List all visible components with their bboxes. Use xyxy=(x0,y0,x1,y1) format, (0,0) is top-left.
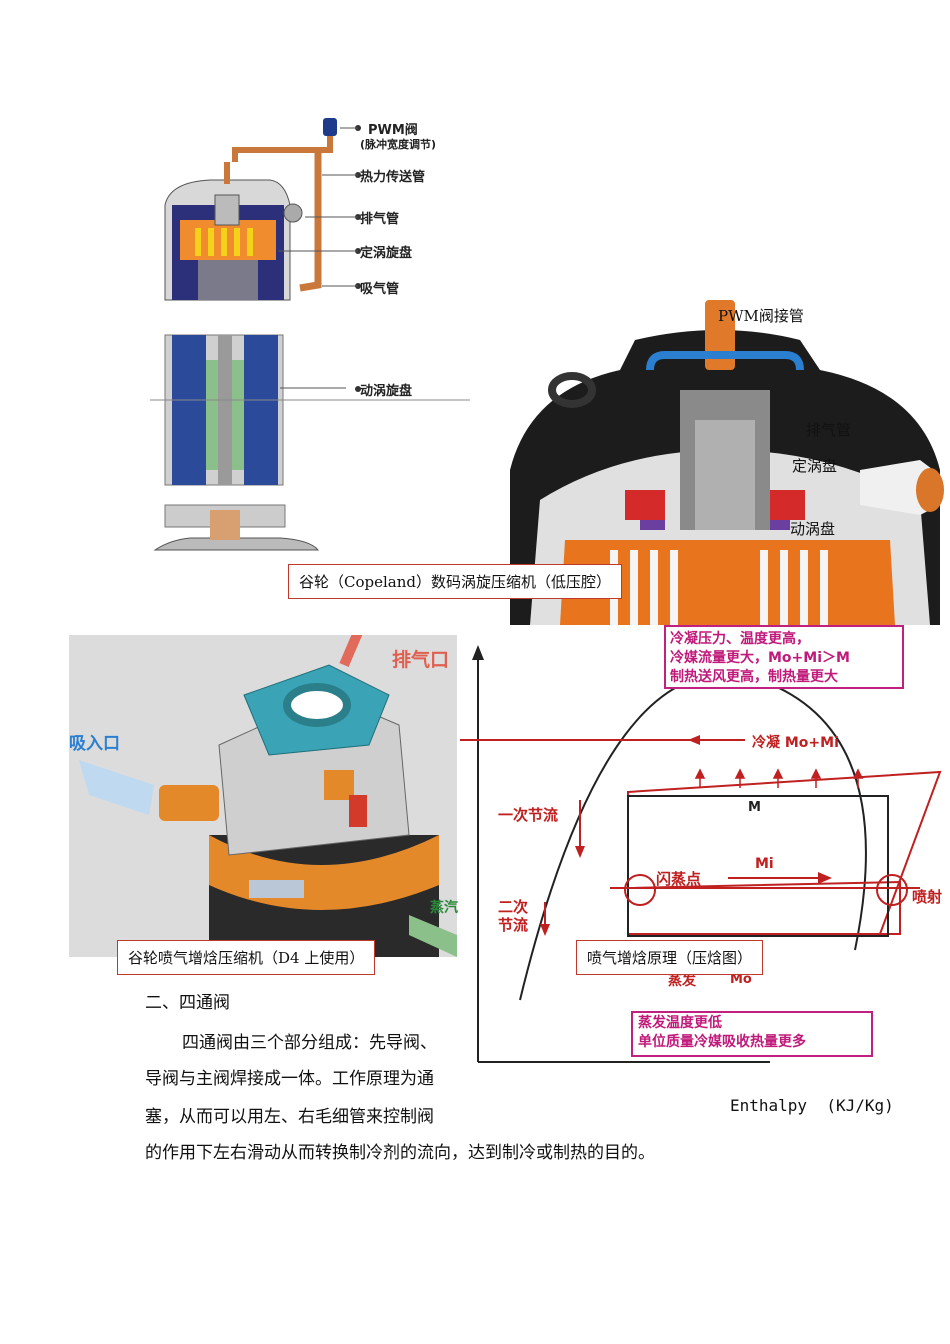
scroll-compressor-cutaway xyxy=(510,300,944,625)
section-heading: 二、四通阀 xyxy=(145,993,230,1013)
ph-mi-label: Mi xyxy=(755,856,774,872)
ph-first-throttle: 一次节流 xyxy=(498,806,559,824)
ph-m-label: M xyxy=(748,800,761,815)
ph-box-bottom-text: 蒸发温度更低 单位质量冷媒吸收热量更多 xyxy=(638,1015,806,1050)
paragraph-line-3: 塞，从而可以用左、右毛细管来控制阀 xyxy=(145,1107,434,1127)
flash-point-marker xyxy=(624,874,656,906)
label-exhaust-pipe: 排气管 xyxy=(360,212,400,227)
vapor-injection-compressor-illustration xyxy=(79,635,457,957)
ph-flash-point: 闪蒸点 xyxy=(656,870,702,888)
label-right-exhaust: 排气管 xyxy=(806,421,852,439)
left-compressor-diagram xyxy=(150,110,480,560)
ph-second-throttle: 二次 节流 xyxy=(498,898,529,934)
label-pwm-valve: PWM阀 xyxy=(368,123,418,138)
paragraph-line-4: 的作用下左右滑动从而转换制冷剂的流向，达到制冷或制热的目的。 xyxy=(145,1143,655,1163)
cycle-base xyxy=(627,795,889,937)
ph-chart: 冷凝压力、温度更高， 冷媒流量更大，Mo+Mi＞M 制热送风更高，制热量更大 冷… xyxy=(460,620,950,1130)
pressure-enthalpy-plot xyxy=(460,625,942,1063)
heat-up-arrows xyxy=(694,768,864,788)
label-intake-pipe: 吸气管 xyxy=(360,282,400,297)
caption-d4: 谷轮喷气增焓压缩机（D4 上使用） xyxy=(117,940,376,975)
label-injection: 蒸汽 xyxy=(430,900,458,916)
paragraph-line-2: 导阀与主阀焊接成一体。工作原理为通 xyxy=(145,1069,434,1089)
ph-spray: 喷射 xyxy=(912,888,943,906)
condense-info-box xyxy=(664,625,904,689)
left-compressor-illustration xyxy=(150,118,470,551)
spray-point-marker xyxy=(876,874,908,906)
label-pwm-note: (脉冲宽度调节) xyxy=(360,138,437,151)
y-axis-arrowhead xyxy=(472,645,484,660)
ph-box-top-text: 冷凝压力、温度更高， 冷媒流量更大，Mo+Mi＞M 制热送风更高，制热量更大 xyxy=(670,631,850,685)
label-heat-tube: 热力传送管 xyxy=(360,170,426,185)
label-right-fixed: 定涡盘 xyxy=(792,457,838,475)
label-exhaust-port: 排气口 xyxy=(392,649,450,671)
ph-mo-label: Mo xyxy=(730,972,752,987)
right-compressor-render xyxy=(500,300,950,625)
label-right-moving: 动涡盘 xyxy=(790,520,836,538)
ph-x-axis-label: Enthalpy (KJ/Kg) xyxy=(730,1096,894,1115)
ph-evap-label: 蒸发 xyxy=(668,973,696,989)
paragraph-line-1: 四通阀由三个部分组成：先导阀、 xyxy=(182,1033,437,1053)
caption-digital-scroll: 谷轮（Copeland）数码涡旋压缩机（低压腔） xyxy=(288,564,622,599)
caption-ph-chart: 喷气增焓原理（压焓图） xyxy=(576,940,764,975)
label-fixed-scroll: 定涡旋盘 xyxy=(360,246,413,261)
d4-compressor-photo xyxy=(69,635,457,957)
evap-info-box xyxy=(631,1011,873,1057)
label-moving-scroll: 动涡旋盘 xyxy=(360,384,413,399)
label-suction-port: 吸入口 xyxy=(69,734,120,754)
ph-condense-label: 冷凝 Mo+Mi xyxy=(752,735,839,751)
label-pwm-connector: PWM阀接管 xyxy=(718,307,804,325)
